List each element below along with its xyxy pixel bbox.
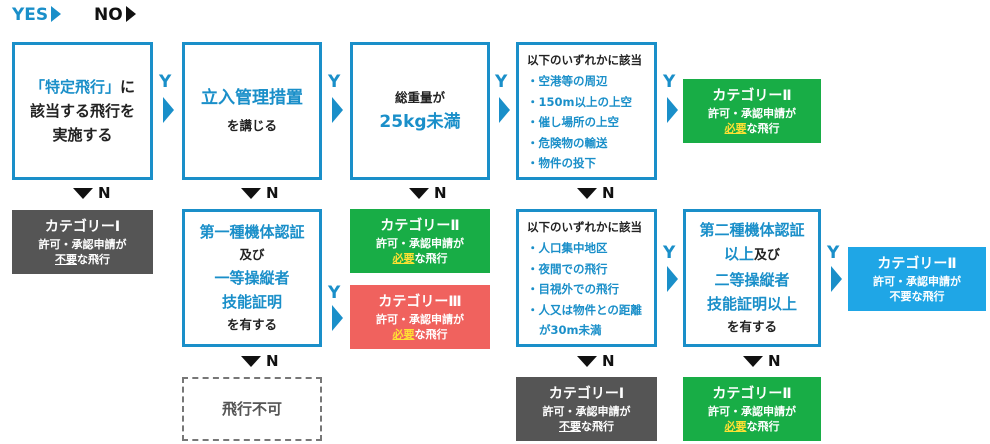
y-label: Y: [495, 72, 508, 92]
yes-right-arrow-icon: [667, 266, 678, 292]
flight-not-allowed: 飛行不可: [182, 377, 322, 441]
question-type1-certification: 第一種機体認証 及び 一等操縦者 技能証明 を有する: [182, 209, 322, 347]
yes-right-arrow-icon: [163, 97, 174, 123]
yes-arrow-icon: [51, 6, 62, 22]
no-down-arrow-icon: [743, 356, 763, 367]
no-down-arrow-icon: [241, 188, 261, 199]
question-specific-flight: 「特定飛行」に 該当する飛行を 実施する: [12, 42, 153, 180]
y-label: Y: [827, 243, 840, 263]
category-1-not-required-bottom: カテゴリーⅠ 許可・承認申請が 不要な飛行: [516, 377, 657, 441]
y-label: Y: [159, 72, 172, 92]
legend-no: NO: [94, 5, 136, 25]
n-label: N: [98, 184, 111, 202]
y-label: Y: [663, 243, 676, 263]
no-down-arrow-icon: [577, 188, 597, 199]
question-type2-certification: 第二種機体認証 以上及び 二等操縦者 技能証明以上 を有する: [683, 209, 821, 347]
n-label: N: [266, 352, 279, 370]
yes-right-arrow-icon: [831, 266, 842, 292]
no-down-arrow-icon: [409, 188, 429, 199]
n-label: N: [602, 184, 615, 202]
yes-right-arrow-icon: [332, 97, 343, 123]
category-2-required-bottom: カテゴリーⅡ 許可・承認申請が 必要な飛行: [683, 377, 821, 441]
category-2-not-required: カテゴリーⅡ 許可・承認申請が 不要な飛行: [848, 247, 986, 311]
question-special-conditions: 以下のいずれかに該当 ・空港等の周辺 ・150m以上の上空 ・催し場所の上空 ・…: [516, 42, 657, 180]
category-3-required: カテゴリーⅢ 許可・承認申請が 必要な飛行: [350, 285, 490, 349]
legend-yes: YES: [12, 5, 62, 25]
n-label: N: [434, 184, 447, 202]
question-total-weight: 総重量が 25kg未満: [350, 42, 490, 180]
yes-right-arrow-icon: [667, 97, 678, 123]
yes-right-arrow-icon: [332, 305, 343, 331]
no-down-arrow-icon: [241, 356, 261, 367]
n-label: N: [602, 352, 615, 370]
question-flight-conditions: 以下のいずれかに該当 ・人口集中地区 ・夜間での飛行 ・目視外での飛行 ・人又は…: [516, 209, 657, 347]
yes-right-arrow-icon: [499, 97, 510, 123]
no-down-arrow-icon: [577, 356, 597, 367]
y-label: Y: [328, 283, 341, 303]
question-access-control: 立入管理措置 を講じる: [182, 42, 322, 180]
category-1-not-required-left: カテゴリーⅠ 許可・承認申請が 不要な飛行: [12, 210, 153, 274]
n-label: N: [768, 352, 781, 370]
category-2-required-middle: カテゴリーⅡ 許可・承認申請が 必要な飛行: [350, 209, 490, 273]
n-label: N: [266, 184, 279, 202]
no-arrow-icon: [125, 6, 136, 22]
y-label: Y: [328, 72, 341, 92]
category-2-required-top: カテゴリーⅡ 許可・承認申請が 必要な飛行: [683, 79, 821, 143]
y-label: Y: [663, 72, 676, 92]
no-down-arrow-icon: [73, 188, 93, 199]
